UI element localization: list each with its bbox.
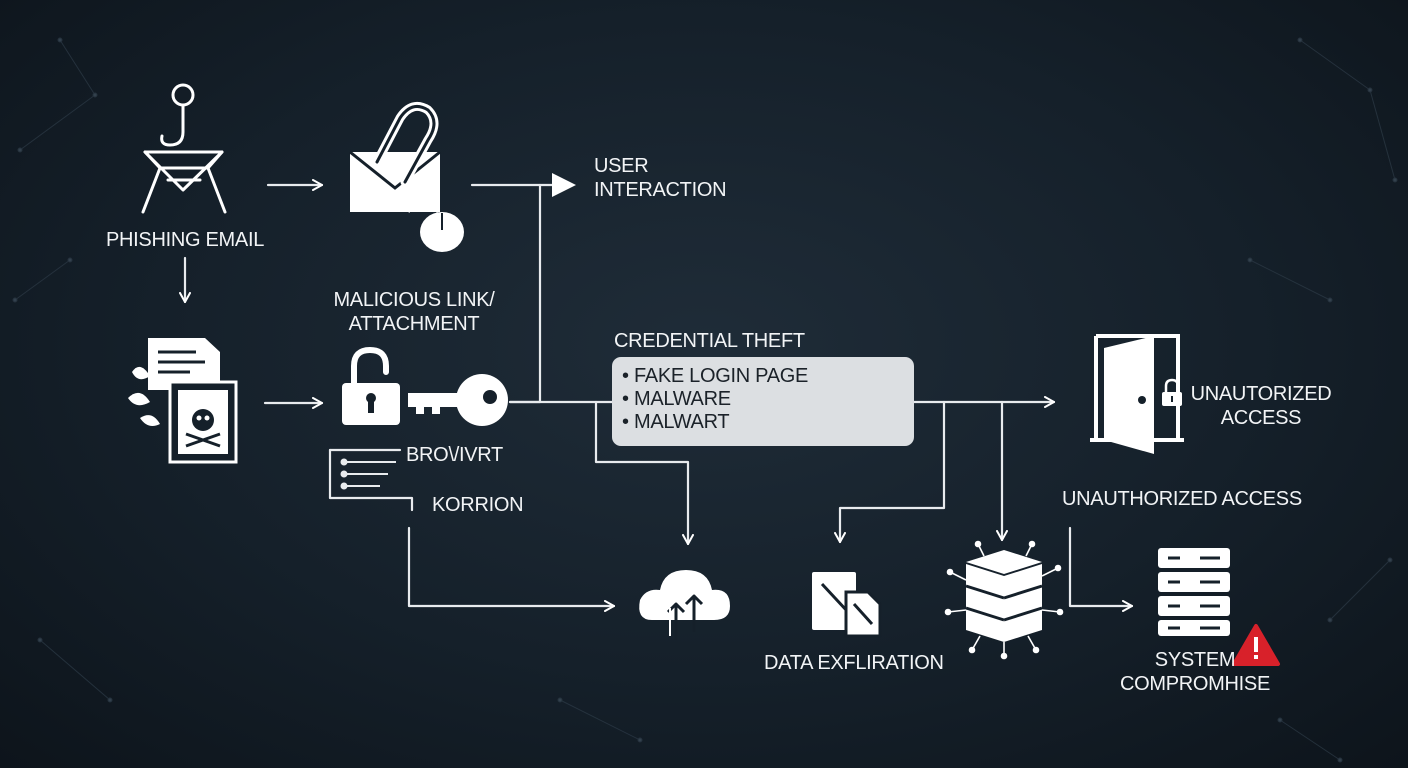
branch-tree-icon [340,458,396,490]
system-compromise-label-line2: COMPROMHISE [1119,673,1271,695]
credential-theft-label: CREDENTIAL THEFT [614,330,805,352]
malicious-document-skull-icon [128,338,238,464]
phishing-email-label: PHISHING EMAIL [105,229,265,251]
user-interaction-label-line1: USER [594,155,649,177]
user-interaction-label: USER INTERACTION [594,154,727,202]
branch-lower-label: KORRION [432,494,524,516]
unauthorized-access-label: UNAUTHORIZED ACCESS [1062,488,1302,510]
system-compromise-label: SYSTEM COMPROMHISE [1112,648,1278,696]
cloud-upload-icon [639,570,730,640]
arrow-unauth-to-server [1068,526,1134,612]
malicious-link-label: MALICIOUS LINK/ ATTACHMENT [308,288,520,336]
credential-item: MALWARE [622,388,914,411]
connectors [179,173,1134,612]
file-copy-icon [812,572,882,638]
background-network [12,37,1398,763]
fishhook-envelope-icon [141,83,227,214]
unlocked-padlock-key-icon [342,346,508,426]
credential-item: FAKE LOGIN PAGE [622,365,914,388]
branch-bracket [328,448,414,512]
envelope-paperclip-icon [349,101,464,252]
credential-theft-box: FAKE LOGIN PAGE MALWARE MALWART [612,357,914,446]
credential-theft-list: FAKE LOGIN PAGE MALWARE MALWART [612,357,914,434]
system-compromise-label-line1: SYSTEM [1154,649,1236,671]
malicious-link-label-line1: MALICIOUS LINK/ [333,289,495,311]
open-door-lock-icon [1090,334,1184,454]
credential-item: MALWART [622,411,914,434]
malicious-link-label-line2: ATTACHMENT [348,313,480,335]
unauthorized-door-label-line1: UNAUTORIZED [1190,383,1332,405]
arrow-korrion-to-cloud [407,526,616,612]
unauthorized-access-door-label: UNAUTORIZED ACCESS [1188,382,1334,430]
user-interaction-label-line2: INTERACTION [594,179,727,201]
data-exfiltration-label: DATA EXFLIRATION [764,652,944,674]
arrow-to-exfiltration [834,400,946,544]
branch-upper-label: BRO\/IVRT [406,444,503,466]
network-cube-icon [944,540,1064,660]
arrow-box-to-cloud [594,400,694,546]
warning-triangle-icon [1232,624,1280,666]
server-rack-icon [1158,548,1230,636]
unauthorized-door-label-line2: ACCESS [1220,407,1302,429]
